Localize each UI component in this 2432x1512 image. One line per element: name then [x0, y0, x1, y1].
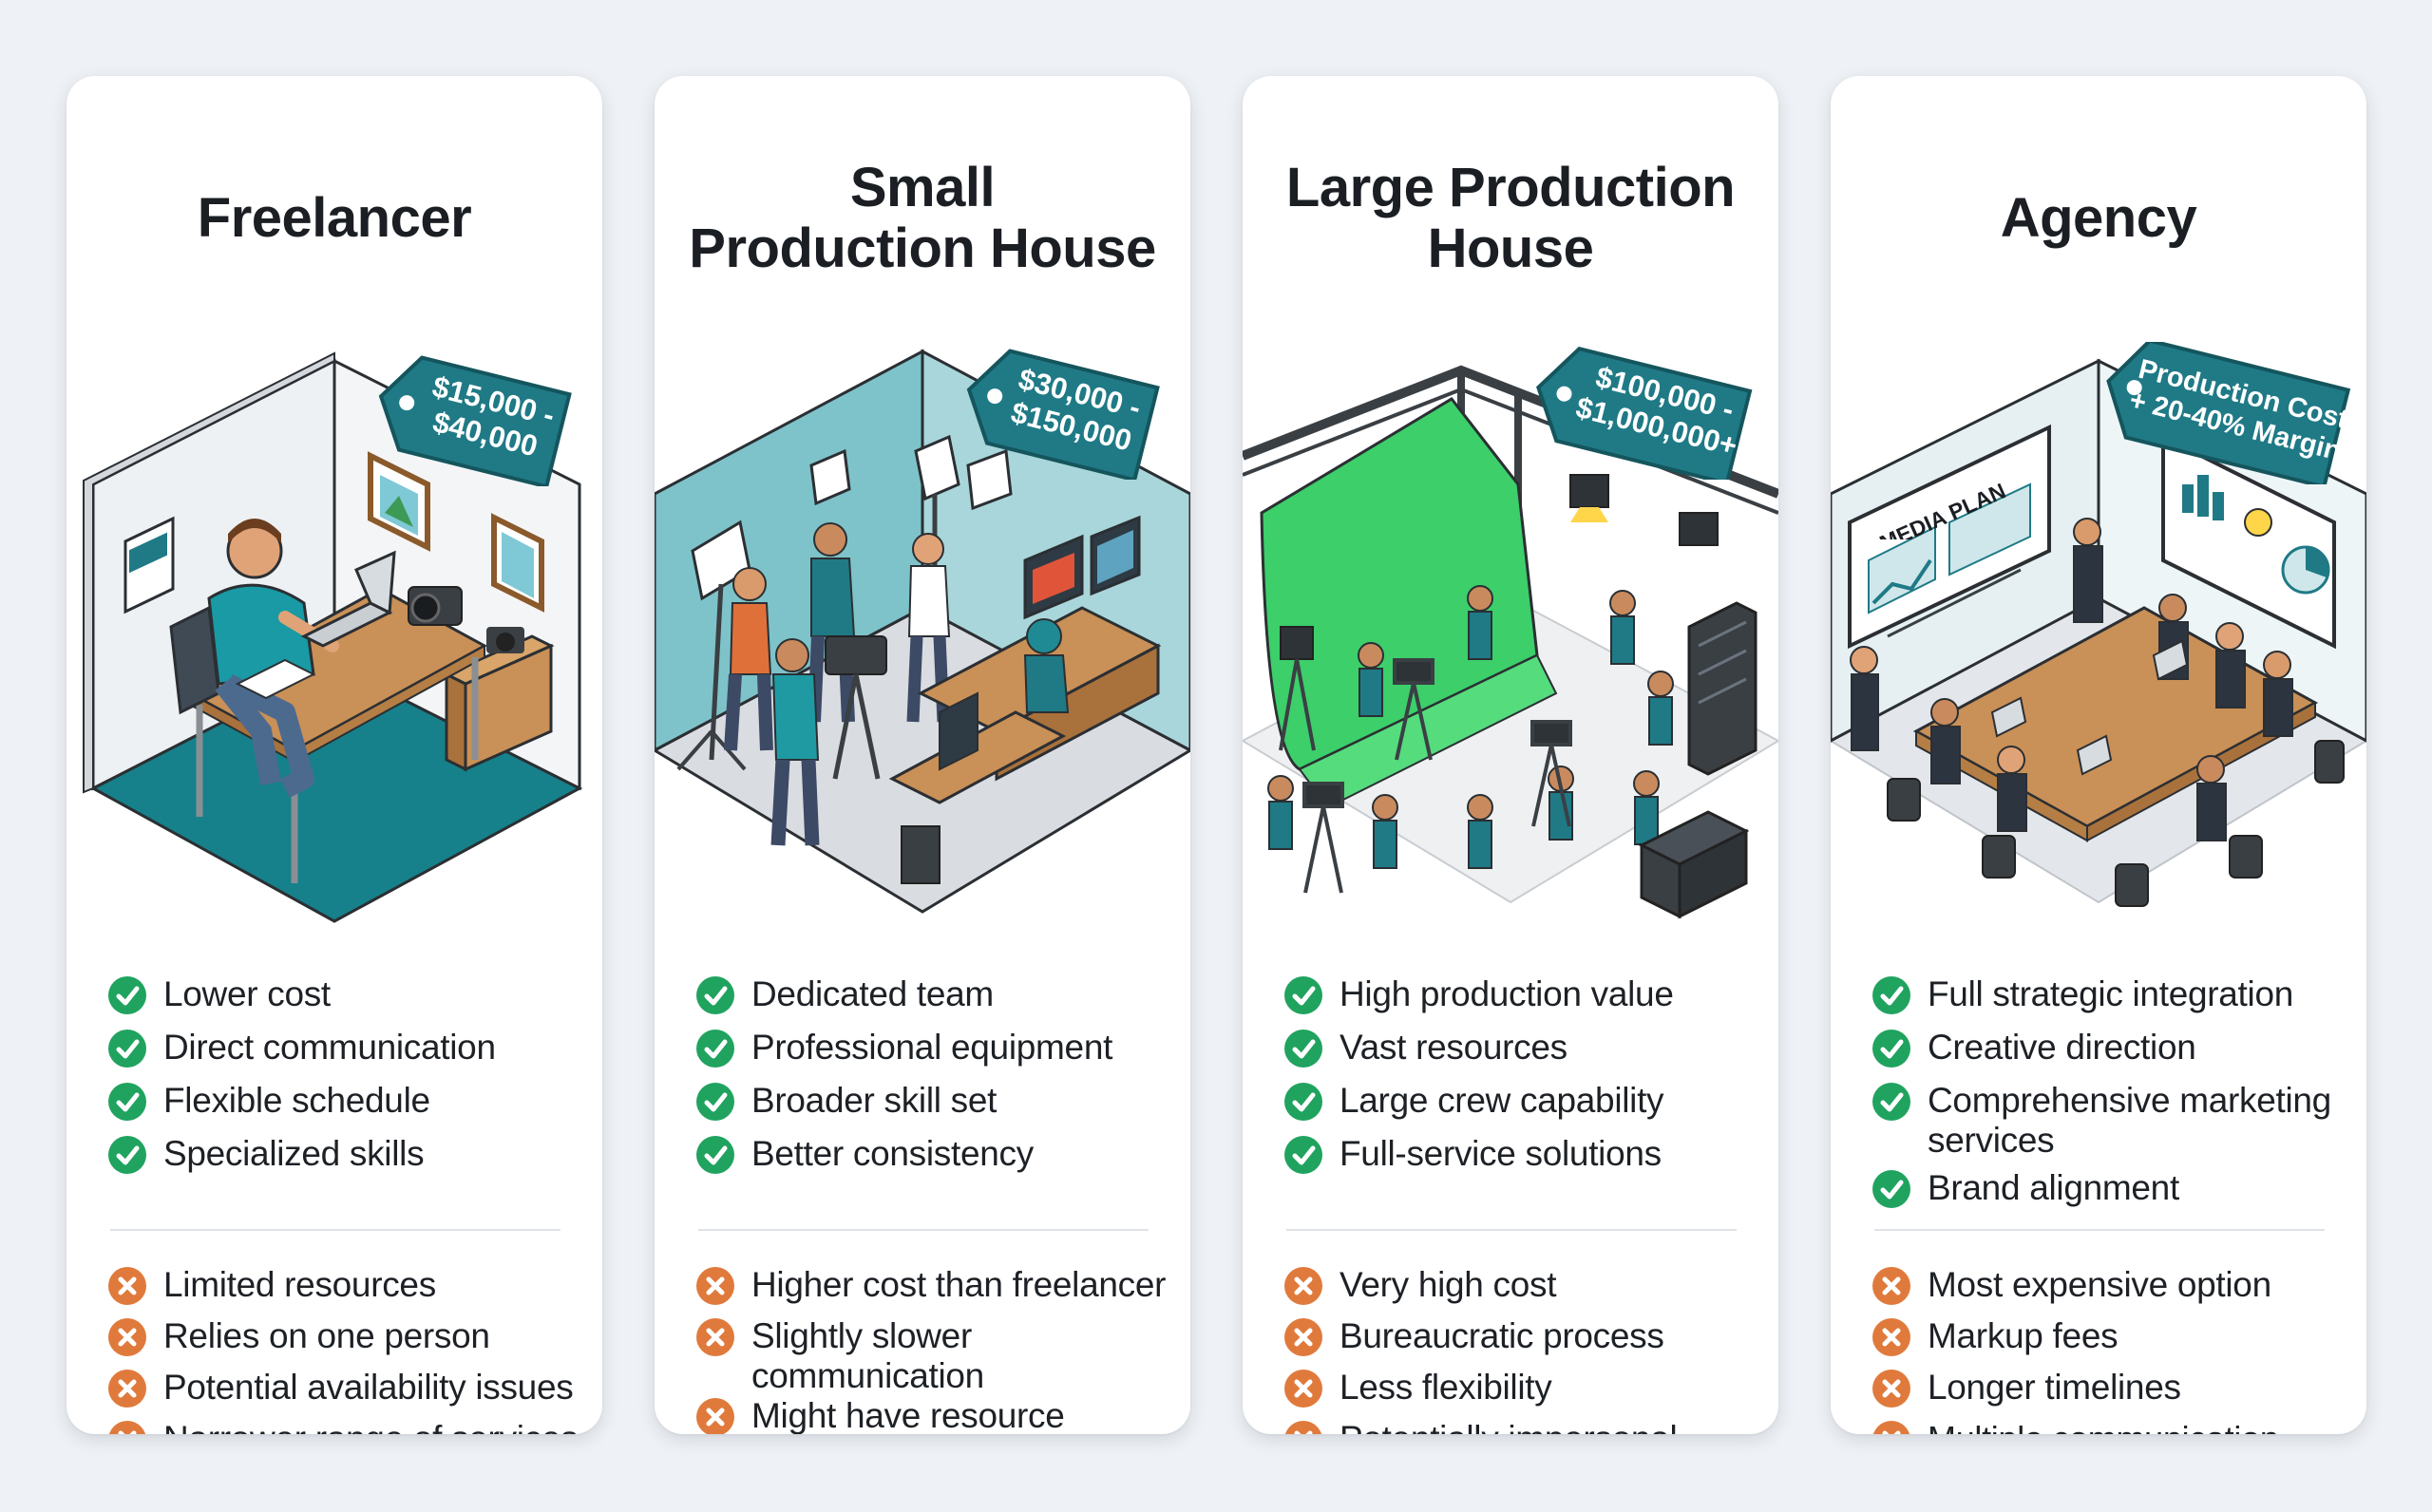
- card-large-production-house: Large Production House: [1243, 76, 1778, 1434]
- card-title: Freelancer: [197, 187, 472, 249]
- check-icon: [1872, 1170, 1910, 1208]
- check-icon: [1872, 1030, 1910, 1068]
- check-icon: [1872, 1083, 1910, 1121]
- divider: [698, 1229, 1149, 1231]
- pro-item: Full-service solutions: [1284, 1134, 1759, 1187]
- con-item: Longer timelines: [1872, 1368, 2359, 1419]
- pro-item: Direct communication: [108, 1028, 583, 1081]
- divider: [1874, 1229, 2325, 1231]
- con-item: Potentially impersonal: [1284, 1419, 1771, 1434]
- check-icon: [1284, 1030, 1322, 1068]
- con-item: Most expensive option: [1872, 1265, 2359, 1316]
- svg-text:MEDIA PLAN: MEDIA PLAN: [1876, 478, 2010, 539]
- con-item: Markup fees: [1872, 1316, 2359, 1368]
- check-icon: [108, 1136, 146, 1174]
- check-icon: [696, 1083, 734, 1121]
- pro-item: Better consistency: [696, 1134, 1171, 1187]
- pro-item: Vast resources: [1284, 1028, 1759, 1081]
- media-plan-sign: MEDIA PLAN: [1876, 478, 2010, 539]
- check-icon: [696, 1136, 734, 1174]
- small-studio-illustration: [655, 349, 1190, 914]
- con-item: Very high cost: [1284, 1265, 1771, 1316]
- cross-icon: [1284, 1318, 1322, 1356]
- cross-icon: [1872, 1267, 1910, 1305]
- check-icon: [696, 976, 734, 1014]
- con-item: Bureaucratic process: [1284, 1316, 1771, 1368]
- agency-meeting-illustration: [1831, 358, 2366, 907]
- con-item: Potential availability issues: [108, 1368, 595, 1419]
- pro-item: Brand alignment: [1872, 1168, 2347, 1221]
- con-item: Limited resources: [108, 1265, 595, 1316]
- pro-item: Comprehensive marketing services: [1872, 1081, 2347, 1168]
- divider: [110, 1229, 560, 1231]
- card-agency: Agency: [1831, 76, 2366, 1434]
- cross-icon: [108, 1267, 146, 1305]
- cross-icon: [108, 1318, 146, 1356]
- cons-list: Most expensive option Markup fees Longer…: [1872, 1265, 2359, 1434]
- cons-list: Higher cost than freelancer Slightly slo…: [696, 1265, 1183, 1434]
- pro-item: Creative direction: [1872, 1028, 2347, 1081]
- pro-item: Lower cost: [108, 974, 583, 1028]
- check-icon: [1872, 976, 1910, 1014]
- check-icon: [696, 1030, 734, 1068]
- price-tag: [378, 355, 572, 486]
- con-item: Higher cost than freelancer: [696, 1265, 1183, 1316]
- price-tag: [1536, 347, 1753, 480]
- check-icon: [1284, 976, 1322, 1014]
- check-icon: [108, 976, 146, 1014]
- pro-item: Broader skill set: [696, 1081, 1171, 1134]
- cross-icon: [696, 1398, 734, 1434]
- check-icon: [1284, 1083, 1322, 1121]
- cross-icon: [108, 1421, 146, 1434]
- cons-list: Limited resources Relies on one person P…: [108, 1265, 595, 1434]
- cross-icon: [1284, 1267, 1322, 1305]
- pros-list: High production value Vast resources Lar…: [1284, 974, 1759, 1187]
- check-icon: [108, 1083, 146, 1121]
- cross-icon: [1872, 1370, 1910, 1408]
- card-title: Agency: [2000, 187, 2197, 249]
- pros-list: Full strategic integration Creative dire…: [1872, 974, 2347, 1221]
- con-item: Slightly slower communication: [696, 1316, 1183, 1396]
- pro-item: Specialized skills: [108, 1134, 583, 1187]
- cross-icon: [1284, 1421, 1322, 1434]
- price-tag: [966, 349, 1160, 480]
- check-icon: [1284, 1136, 1322, 1174]
- card-small-production-house: Small Production House: [655, 76, 1190, 1434]
- check-icon: [108, 1030, 146, 1068]
- card-freelancer: Freelancer: [66, 76, 602, 1434]
- price-tag: [2106, 342, 2351, 484]
- pro-item: Flexible schedule: [108, 1081, 583, 1134]
- con-item: Might have resource constraints for huge…: [696, 1396, 1183, 1434]
- cross-icon: [696, 1318, 734, 1356]
- large-studio-illustration: [1243, 365, 1778, 919]
- cross-icon: [1872, 1421, 1910, 1434]
- con-item: Relies on one person: [108, 1316, 595, 1368]
- pros-list: Dedicated team Professional equipment Br…: [696, 974, 1171, 1187]
- pro-item: Professional equipment: [696, 1028, 1171, 1081]
- pro-item: Large crew capability: [1284, 1081, 1759, 1134]
- pro-item: High production value: [1284, 974, 1759, 1028]
- pros-list: Lower cost Direct communication Flexible…: [108, 974, 583, 1187]
- pro-item: Dedicated team: [696, 974, 1171, 1028]
- card-title: Large Production House: [1285, 157, 1736, 279]
- con-item: Narrower range of services: [108, 1419, 595, 1434]
- cross-icon: [108, 1370, 146, 1408]
- cons-list: Very high cost Bureaucratic process Less…: [1284, 1265, 1771, 1434]
- pro-item: Full strategic integration: [1872, 974, 2347, 1028]
- cross-icon: [696, 1267, 734, 1305]
- divider: [1286, 1229, 1737, 1231]
- card-title: Small Production House: [689, 157, 1156, 279]
- con-item: Less flexibility: [1284, 1368, 1771, 1419]
- con-item: Multiple communication layers: [1872, 1419, 2359, 1434]
- cross-icon: [1284, 1370, 1322, 1408]
- cross-icon: [1872, 1318, 1910, 1356]
